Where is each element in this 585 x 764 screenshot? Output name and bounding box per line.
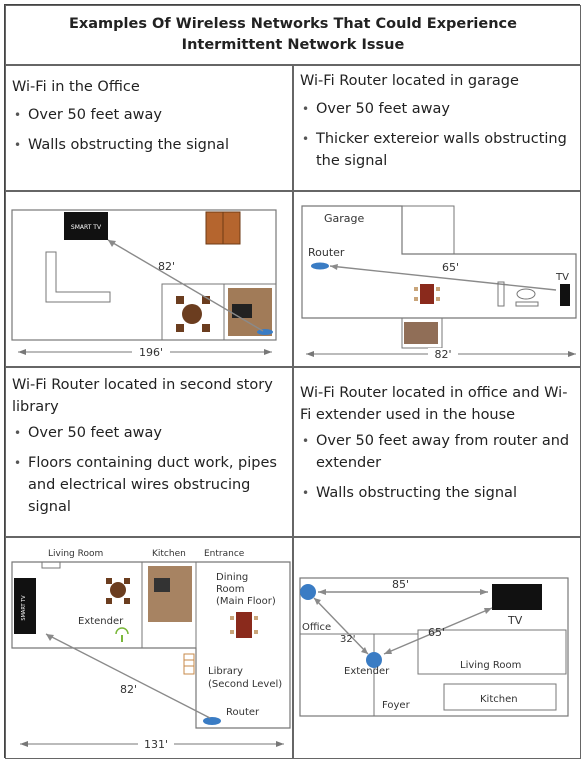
bullet: Over 50 feet away from router and extend… bbox=[300, 430, 574, 474]
house-diagram: Office 85' TV 32' 65' Extender Living Ro… bbox=[293, 537, 581, 759]
garage-label: Garage bbox=[324, 212, 365, 225]
library-floorplan: Living Room Kitchen Entrance SMART TV Ex… bbox=[11, 549, 291, 751]
kitchen-label: Kitchen bbox=[152, 549, 186, 559]
dining-label: Dining bbox=[216, 572, 248, 583]
case-house-text: Wi-Fi Router located in office and Wi-Fi… bbox=[293, 367, 581, 537]
sofa-icon bbox=[45, 251, 111, 303]
case-bullets: Over 50 feet away Thicker extereior wall… bbox=[300, 98, 574, 172]
kitchen-label: Kitchen bbox=[480, 694, 518, 705]
smart-tv-icon bbox=[14, 578, 36, 634]
smart-tv-icon bbox=[64, 212, 108, 240]
distance-label: 85' bbox=[392, 578, 409, 591]
house-floorplan: Office 85' TV 32' 65' Extender Living Ro… bbox=[299, 577, 569, 717]
router-icon bbox=[257, 329, 273, 335]
extender-label: Extender bbox=[344, 666, 390, 677]
living-room-label: Living Room bbox=[460, 660, 521, 671]
office-floorplan: SMART TV 82' 196' bbox=[11, 209, 277, 359]
stairs-icon bbox=[183, 653, 195, 675]
router-icon bbox=[300, 584, 316, 600]
tv-label: SMART TV bbox=[71, 224, 102, 231]
library-diagram: Living Room Kitchen Entrance SMART TV Ex… bbox=[5, 537, 293, 759]
distance-label: 82' bbox=[120, 683, 137, 696]
case-library-text: Wi-Fi Router located in second story lib… bbox=[5, 367, 293, 537]
library-label: (Second Level) bbox=[208, 679, 282, 690]
dining-table-icon bbox=[230, 612, 258, 638]
bullet: Over 50 feet away bbox=[300, 98, 574, 120]
case-garage-text: Wi-Fi Router located in garage Over 50 f… bbox=[293, 65, 581, 191]
distance-label: 32' bbox=[340, 634, 355, 645]
width-label: 82' bbox=[434, 348, 451, 361]
room-outline bbox=[161, 283, 277, 341]
entrance-label: Entrance bbox=[204, 549, 245, 559]
office-diagram: SMART TV 82' 196' bbox=[5, 191, 293, 367]
distance-label: 65' bbox=[442, 261, 459, 274]
table-chairs-icon bbox=[176, 296, 210, 332]
distance-label: 82' bbox=[158, 260, 175, 273]
router-icon bbox=[203, 717, 221, 725]
office-label: Office bbox=[302, 622, 331, 633]
title-text: Examples Of Wireless Networks That Could… bbox=[69, 16, 517, 53]
shelf-icon bbox=[497, 281, 505, 307]
garage-diagram: Garage Router 65' TV 82' bbox=[293, 191, 581, 367]
case-heading: Wi-Fi Router located in office and Wi-Fi… bbox=[300, 385, 568, 423]
tv-icon bbox=[492, 584, 542, 610]
dining-table-icon bbox=[414, 284, 440, 304]
tv-icon bbox=[560, 284, 570, 306]
case-heading: Wi-Fi in the Office bbox=[12, 79, 140, 95]
kitchen-counter-icon bbox=[148, 566, 192, 622]
bullet: Walls obstructing the signal bbox=[300, 482, 574, 504]
extender-label: Extender bbox=[78, 616, 124, 627]
bullet: Floors containing duct work, pipes and e… bbox=[12, 452, 286, 518]
router-label: Router bbox=[226, 707, 260, 718]
tv-label: TV bbox=[507, 614, 523, 627]
router-label: Router bbox=[308, 246, 345, 259]
dining-label: (Main Floor) bbox=[216, 596, 276, 607]
garage-floorplan: Garage Router 65' TV 82' bbox=[301, 205, 577, 361]
case-bullets: Over 50 feet away Walls obstructing the … bbox=[12, 104, 286, 156]
wifi-icon bbox=[115, 627, 129, 635]
bullet: Walls obstructing the signal bbox=[12, 134, 286, 156]
bullet: Thicker extereior walls obstructing the … bbox=[300, 128, 574, 172]
case-bullets: Over 50 feet away Floors containing duct… bbox=[12, 422, 286, 518]
case-office-text: Wi-Fi in the Office Over 50 feet away Wa… bbox=[5, 65, 293, 191]
dining-label: Room bbox=[216, 584, 244, 595]
table-chairs-icon bbox=[106, 578, 130, 604]
wireless-examples-table: Examples Of Wireless Networks That Could… bbox=[4, 4, 581, 759]
bullet: Over 50 feet away bbox=[12, 104, 286, 126]
distance-label: 65' bbox=[428, 626, 445, 639]
desk-icon bbox=[404, 322, 438, 344]
foyer-label: Foyer bbox=[382, 700, 411, 711]
case-heading: Wi-Fi Router located in second story lib… bbox=[12, 377, 273, 415]
case-bullets: Over 50 feet away from router and extend… bbox=[300, 430, 574, 504]
extender-icon bbox=[366, 652, 382, 668]
width-label: 196' bbox=[139, 346, 163, 359]
tv-label: SMART TV bbox=[21, 595, 27, 621]
case-heading: Wi-Fi Router located in garage bbox=[300, 73, 519, 89]
living-room-label: Living Room bbox=[48, 549, 103, 559]
width-label: 131' bbox=[144, 738, 168, 751]
router-icon bbox=[311, 262, 329, 270]
bullet: Over 50 feet away bbox=[12, 422, 286, 444]
library-label: Library bbox=[208, 666, 243, 677]
tub-icon bbox=[516, 288, 536, 300]
tv-label: TV bbox=[555, 272, 569, 283]
table-title: Examples Of Wireless Networks That Could… bbox=[5, 5, 581, 65]
